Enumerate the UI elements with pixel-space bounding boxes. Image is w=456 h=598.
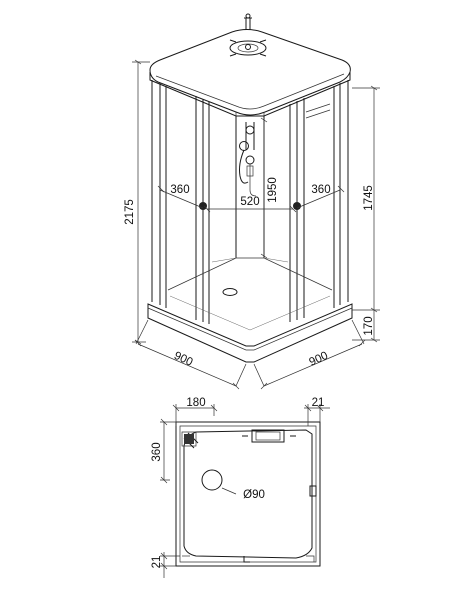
- plan-bottom-handle: [243, 556, 250, 563]
- dim-total-height: 2175: [124, 199, 136, 225]
- roof-vent: [244, 17, 252, 30]
- iso-dimensions: 2175 1745 170 1950 360 360 520 900 900: [124, 59, 380, 390]
- plan-shelf: [251, 429, 285, 443]
- dim-cabin-height: 1745: [363, 185, 375, 211]
- side-shelf: [305, 103, 331, 119]
- dim-side-right: 360: [311, 184, 330, 196]
- dim-drain-diameter: Ø90: [243, 489, 265, 501]
- plan-view: Ø90: [175, 421, 321, 567]
- dim-plan-left-bottom: 21: [151, 556, 163, 569]
- dim-tray-height: 170: [363, 316, 375, 335]
- dim-door-height: 1950: [267, 177, 279, 203]
- dim-door-width: 520: [240, 196, 259, 208]
- dim-depth-right: 900: [308, 350, 330, 369]
- plan-drain: [201, 469, 223, 491]
- dim-side-left: 360: [170, 184, 189, 196]
- left-door-handle: [199, 202, 207, 210]
- dim-plan-top-right: 21: [312, 397, 325, 409]
- roof-outline: [149, 29, 351, 116]
- rain-shower-head: [229, 40, 267, 56]
- dim-depth-left: 900: [172, 350, 194, 369]
- left-corner-post: [151, 80, 167, 308]
- dim-plan-top-left: 180: [186, 397, 205, 409]
- right-door-handle: [293, 202, 301, 210]
- plan-dimensions: 180 21 360 21: [151, 397, 330, 578]
- tray-base: [147, 303, 353, 363]
- dim-plan-left-top: 360: [151, 442, 163, 461]
- right-corner-post: [333, 80, 349, 308]
- drain-iso: [222, 288, 238, 296]
- plan-outline: [175, 421, 321, 567]
- plan-right-handle: [309, 485, 317, 497]
- shower-panel: [239, 122, 257, 197]
